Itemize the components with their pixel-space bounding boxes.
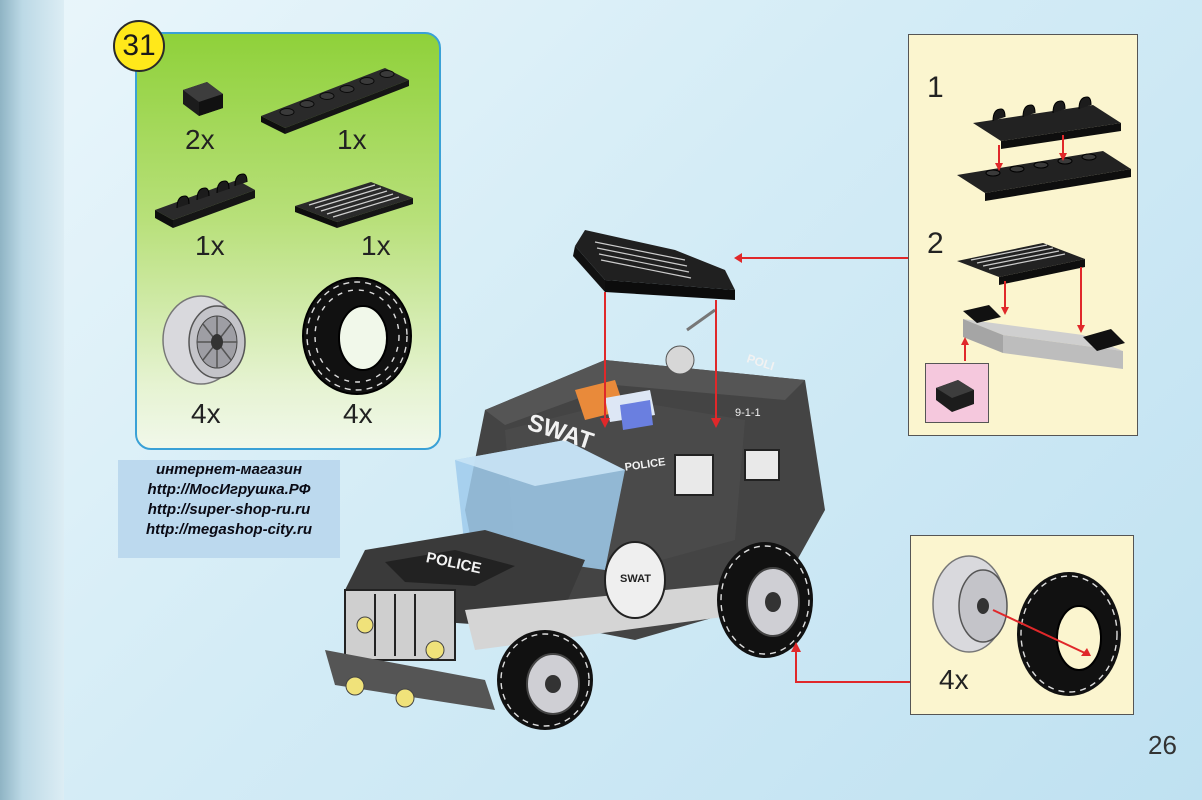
police-door-label: POLICE — [624, 456, 666, 474]
grille-tile-icon — [295, 182, 413, 228]
step-number-badge: 31 — [113, 20, 165, 72]
wheel-assembly-qty: 4x — [939, 664, 969, 695]
qty-wheel-rim: 4x — [191, 398, 221, 429]
substep-1-number: 1 — [927, 71, 944, 104]
slope-brick-inset-icon — [936, 380, 974, 412]
wheel-assembly-diagram — [932, 555, 1121, 696]
substep-2-diagram — [957, 243, 1125, 369]
subassembly-panel: 1 2 — [908, 34, 1138, 436]
unit-number-label: 9-1-1 — [735, 407, 761, 419]
substep-1-diagram — [957, 96, 1131, 201]
tire-icon — [302, 277, 412, 395]
shop-line-3: http://super-shop-ru.ru — [147, 501, 311, 518]
qty-tire: 4x — [343, 398, 373, 429]
shop-watermark: интернет-магазин http://МосИгрушка.РФ ht… — [118, 460, 340, 558]
step-number: 31 — [122, 29, 156, 62]
qty-plate-1x6: 1x — [337, 124, 367, 155]
roof-grille-piece — [573, 230, 735, 300]
shop-line-4: http://megashop-city.ru — [145, 521, 313, 538]
slope-brick-icon — [183, 82, 223, 116]
door-badge-text: SWAT — [620, 573, 651, 585]
qty-clip-plate: 1x — [195, 230, 225, 261]
wheel-assembly-panel: 4x — [910, 535, 1134, 715]
clip-plate-icon — [155, 173, 255, 228]
police-side-label: POLI — [745, 351, 776, 373]
qty-slope-brick: 2x — [185, 124, 215, 155]
book-spine — [0, 0, 64, 800]
wheel-rim-icon — [162, 295, 246, 385]
shop-line-2: http://МосИгрушка.РФ — [147, 481, 311, 498]
front-wheel — [497, 630, 593, 730]
slope-brick-inset — [925, 363, 989, 423]
plate-1x6-icon — [261, 68, 409, 134]
parts-list-panel: 2x 1x 1x — [135, 32, 441, 450]
qty-grille-tile: 1x — [361, 230, 391, 261]
swat-vehicle-illustration: SWAT SWAT POLICE POLICE 9-1-1 POLI — [325, 230, 825, 730]
rear-wheel — [717, 542, 813, 658]
substep-2-number: 2 — [927, 227, 944, 260]
page-number: 26 — [1148, 730, 1177, 760]
shop-line-1: интернет-магазин — [155, 461, 303, 478]
